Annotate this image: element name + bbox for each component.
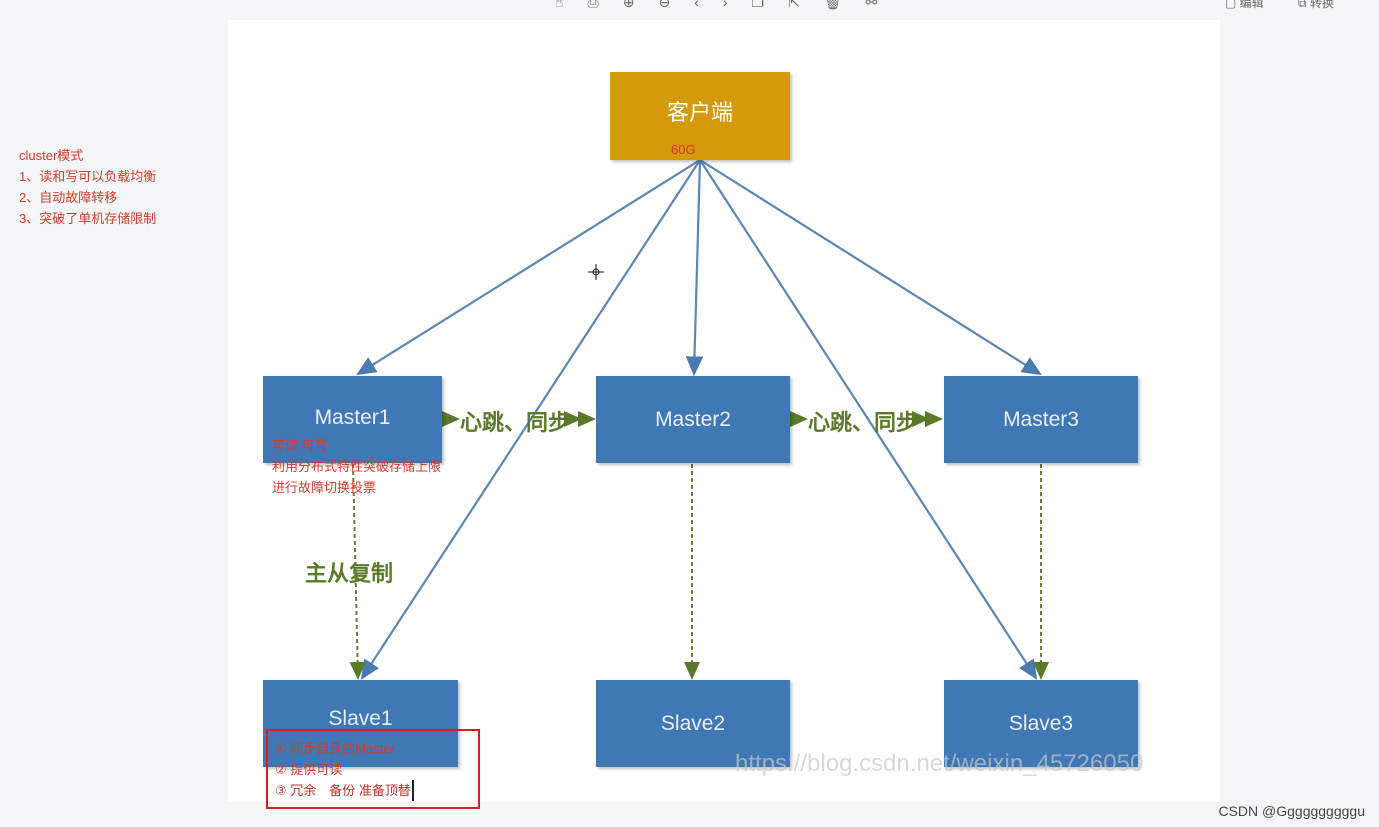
arrow-client-master2 xyxy=(685,159,704,377)
csdn-credit: CSDN @Ggggggggggu xyxy=(1218,803,1365,819)
copy-icon[interactable]: ❐ xyxy=(751,0,789,10)
slave3-label: Slave3 xyxy=(1008,711,1074,735)
share-icon[interactable]: ⚯ xyxy=(865,0,902,10)
master3-label: Master3 xyxy=(1003,407,1079,431)
slave3-node: Slave3 xyxy=(944,680,1138,767)
slave1-label: Slave1 xyxy=(328,706,393,730)
slave-note: ③ 冗余 备份 准备顶替 xyxy=(275,780,414,801)
zoom-in-icon[interactable]: ⊕ xyxy=(622,0,659,10)
master-note: 利用分布式特性突破存储上限 xyxy=(272,459,442,474)
heartbeat-label-2: 心跳、同步 xyxy=(808,410,919,435)
slave1-node: Slave1 xyxy=(263,680,458,767)
crosshair-cursor-icon xyxy=(588,264,604,280)
delete-icon[interactable]: 🗑 xyxy=(823,0,866,10)
master2-node: Master2 xyxy=(596,376,790,463)
toolbar: ☝⎙⊕⊖‹›❐⇱🗑⚯ xyxy=(555,0,901,11)
client-note: 60G xyxy=(671,142,696,157)
edit-label: 编辑 xyxy=(1239,0,1264,10)
slave2-node: Slave2 xyxy=(596,680,790,767)
arrow-client-master1 xyxy=(356,159,701,376)
print-icon[interactable]: ⎙ xyxy=(587,0,623,10)
convert-button[interactable]: ⧉ 转换 xyxy=(1298,0,1334,11)
arrow-client-slave1 xyxy=(360,159,701,680)
master2-label: Master2 xyxy=(655,407,731,431)
watermark: https://blog.csdn.net/weixin_45726050 xyxy=(735,750,1144,777)
convert-label: 转换 xyxy=(1309,0,1334,10)
slave2-label: Slave2 xyxy=(660,711,726,735)
master1-node: Master1 xyxy=(263,376,442,463)
heartbeat-label-1: 心跳、同步 xyxy=(460,410,571,435)
client-node: 客户端 xyxy=(610,72,790,160)
slave-notes-box[interactable] xyxy=(266,729,480,809)
hand-icon[interactable]: ☝ xyxy=(555,0,588,10)
arrow-client-master3 xyxy=(699,159,1042,376)
note-item: 2、自动故障转移 xyxy=(19,190,118,205)
replication-label: 主从复制 xyxy=(305,561,394,586)
edit-button[interactable]: ▢ 编辑 xyxy=(1225,0,1264,11)
slave-note: ② 提供可读 xyxy=(275,762,343,777)
forward-icon[interactable]: › xyxy=(722,0,752,10)
master1-label: Master1 xyxy=(314,405,391,429)
slave-notes: ① 同步自身的Master ② 提供可读 ③ 冗余 备份 准备顶替 xyxy=(275,738,414,801)
zoom-out-icon[interactable]: ⊖ xyxy=(658,0,695,10)
master-notes: 可读 可写 利用分布式特性突破存储上限 进行故障切换投票 xyxy=(272,435,441,498)
notes-title: cluster模式 xyxy=(19,148,84,163)
note-item: 1、读和写可以负载均衡 xyxy=(19,169,157,184)
replication-arrow-1 xyxy=(349,463,366,680)
note-item: 3、突破了单机存储限制 xyxy=(19,211,157,226)
client-label: 客户端 xyxy=(666,100,733,125)
slave-note: ① 同步自身的Master xyxy=(275,741,395,756)
master-note: 可读 可写 xyxy=(272,438,328,453)
cluster-notes: cluster模式 1、读和写可以负载均衡 2、自动故障转移 3、突破了单机存储… xyxy=(19,145,156,229)
master3-node: Master3 xyxy=(944,376,1138,463)
back-icon[interactable]: ‹ xyxy=(694,0,723,10)
arrow-client-slave3 xyxy=(699,159,1038,680)
master-note: 进行故障切换投票 xyxy=(272,480,377,495)
export-icon[interactable]: ⇱ xyxy=(788,0,824,10)
